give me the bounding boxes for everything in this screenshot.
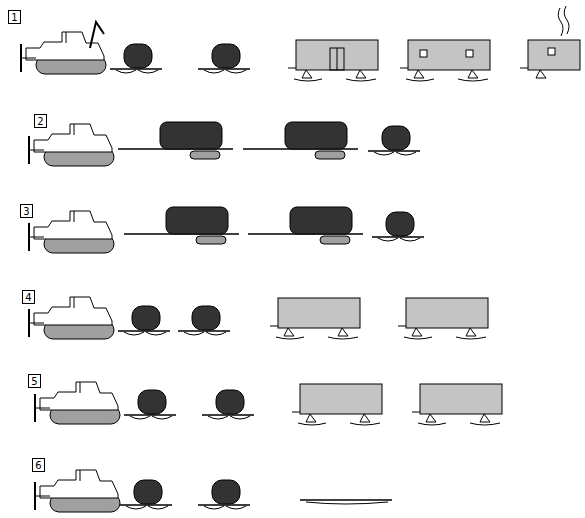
callout-box: 3	[20, 204, 33, 218]
callout-box: 6	[32, 458, 45, 472]
callout-number: 2	[35, 116, 46, 127]
callout-number: 6	[33, 460, 44, 471]
callout-box: 5	[28, 374, 41, 388]
callout-number: 4	[23, 292, 34, 303]
callout-box: 1	[8, 10, 21, 24]
callout-box: 4	[22, 290, 35, 304]
callout-number: 3	[21, 206, 32, 217]
callout-number: 1	[9, 12, 20, 23]
callout-number: 5	[29, 376, 40, 387]
callout-box: 2	[34, 114, 47, 128]
